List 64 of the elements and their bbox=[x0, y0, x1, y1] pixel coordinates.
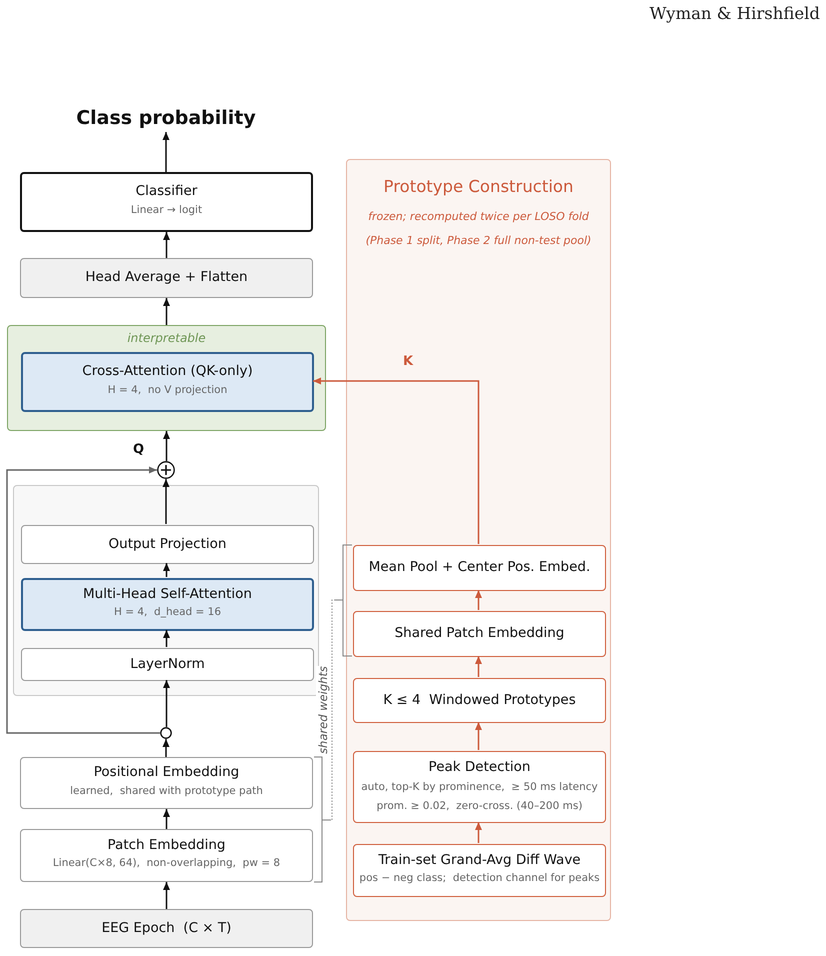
box-title: K ≤ 4 Windowed Prototypes bbox=[383, 692, 576, 710]
box-title: Train-set Grand-Avg Diff Wave bbox=[378, 852, 581, 870]
arrow bbox=[475, 656, 482, 677]
process-box bbox=[353, 611, 606, 657]
box-note: pos − neg class; detection channel for peaks bbox=[359, 871, 600, 886]
arrow bbox=[475, 822, 482, 843]
box-title: Positional Embedding bbox=[94, 764, 240, 782]
process-box bbox=[20, 258, 313, 298]
output-label: Class probability bbox=[56, 104, 276, 132]
process-box bbox=[353, 751, 606, 823]
box-title: EEG Epoch (C × T) bbox=[102, 920, 232, 938]
process-box bbox=[21, 525, 314, 564]
arrow bbox=[313, 378, 480, 544]
arrow bbox=[163, 563, 170, 577]
block-background bbox=[13, 485, 319, 696]
box-title: Peak Detection bbox=[428, 758, 530, 776]
arrow bbox=[163, 680, 170, 727]
arrow bbox=[163, 809, 170, 829]
panel-note: frozen; recomputed twice per LOSO fold bbox=[368, 209, 589, 226]
process-box bbox=[20, 172, 313, 232]
box-title: Multi-Head Self-Attention bbox=[83, 586, 252, 604]
panel-note: (Phase 1 split, Phase 2 full non-test pool) bbox=[366, 233, 592, 250]
process-box bbox=[20, 757, 313, 809]
box-title: LayerNorm bbox=[130, 656, 205, 674]
arrow bbox=[162, 739, 170, 757]
process-box bbox=[353, 545, 606, 591]
box-note: auto, top-K by prominence, ≥ 50 ms latency bbox=[361, 780, 598, 796]
box-note: Linear(C×8, 64), non-overlapping, pw = 8 bbox=[52, 856, 280, 872]
process-box bbox=[353, 844, 606, 897]
arrow bbox=[163, 298, 170, 325]
box-title: Output Projection bbox=[108, 536, 226, 554]
box-title: Shared Patch Embedding bbox=[394, 625, 564, 643]
box-note: Linear → logit bbox=[130, 202, 202, 218]
box-note: H = 4, no V projection bbox=[108, 382, 228, 398]
box-title: Patch Embedding bbox=[108, 836, 226, 854]
process-box bbox=[20, 909, 313, 948]
arrow bbox=[162, 479, 170, 524]
arrow bbox=[163, 882, 170, 909]
process-box bbox=[20, 829, 313, 882]
box-title: Head Average + Flatten bbox=[85, 269, 248, 287]
box-note: prom. ≥ 0.02, zero-cross. (40–200 ms) bbox=[376, 798, 582, 814]
box-note: H = 4, d_head = 16 bbox=[114, 605, 222, 620]
process-box bbox=[353, 678, 606, 723]
panel-title: Prototype Construction bbox=[384, 176, 574, 198]
arrow bbox=[475, 590, 482, 610]
box-title: Classifier bbox=[136, 183, 198, 201]
arrow bbox=[163, 431, 170, 461]
box-note: learned, shared with prototype path bbox=[70, 784, 263, 799]
arrow bbox=[6, 466, 160, 734]
attention-box bbox=[21, 578, 314, 631]
highlight-band bbox=[7, 325, 326, 431]
arrow bbox=[163, 232, 170, 258]
attention-box bbox=[21, 352, 314, 412]
arrow bbox=[475, 722, 482, 750]
arrow bbox=[162, 132, 170, 172]
section-label: interpretable bbox=[127, 332, 206, 344]
prototype-panel bbox=[346, 159, 611, 921]
box-title: Cross-Attention (QK-only) bbox=[82, 363, 253, 381]
annotation-text: shared weights bbox=[316, 666, 330, 754]
signal-label: Q bbox=[133, 442, 144, 457]
author-names: Wyman & Hirshfield bbox=[650, 4, 820, 23]
box-title: Mean Pool + Center Pos. Embed. bbox=[368, 559, 590, 577]
arrow bbox=[163, 630, 170, 647]
process-box bbox=[21, 648, 314, 681]
